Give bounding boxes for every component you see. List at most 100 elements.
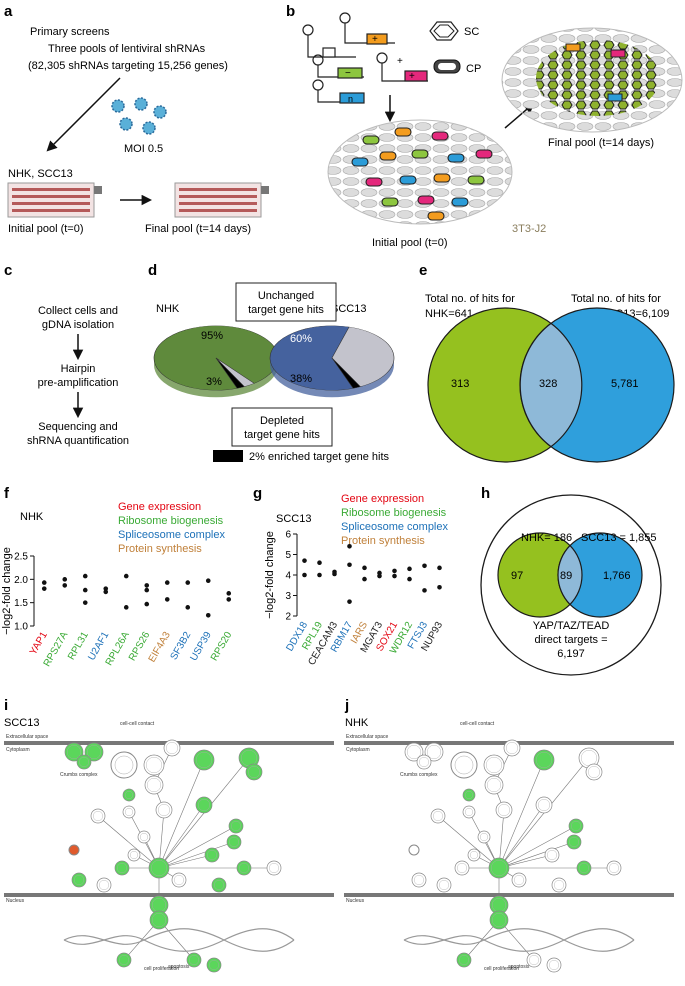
f-xtick-label: RPS20 bbox=[209, 630, 235, 663]
pathway-edge bbox=[437, 815, 500, 869]
g-title: SCC13 bbox=[276, 513, 311, 525]
a-arrow-infect bbox=[46, 77, 121, 152]
g-point bbox=[362, 565, 367, 571]
nuclear-membrane-bar bbox=[344, 893, 674, 897]
initial-infected-cells bbox=[351, 127, 493, 221]
pathway-node-ring bbox=[116, 863, 127, 874]
d-scc-unchanged-pct: 60% bbox=[290, 333, 312, 345]
f-point bbox=[144, 587, 150, 593]
nhk-pie bbox=[153, 325, 279, 391]
dna-helix bbox=[403, 928, 635, 952]
e-nhk-line2: NHK=641 bbox=[425, 308, 473, 320]
g-point bbox=[347, 599, 352, 604]
crumbs-label: Crumbs complex bbox=[400, 772, 438, 778]
f-point bbox=[226, 597, 232, 602]
pathway-node-ring bbox=[206, 850, 217, 861]
pathway-node-highlighted bbox=[488, 857, 510, 879]
pathway-node-ring bbox=[588, 766, 601, 779]
pathway-node-orange bbox=[408, 844, 420, 856]
cell-contact-label: cell-cell contact bbox=[460, 721, 495, 727]
pathway-node-ring bbox=[470, 851, 479, 860]
pathway-node-ring bbox=[465, 791, 474, 800]
pathway-node-highlighted bbox=[462, 788, 476, 802]
a-moi: MOI 0.5 bbox=[124, 143, 163, 155]
c-step1-line1: Collect cells and bbox=[38, 305, 118, 317]
pathway-node-ring bbox=[414, 875, 425, 886]
pathway-node-ring bbox=[78, 757, 89, 768]
g-point bbox=[362, 576, 367, 582]
pathway-edge bbox=[158, 804, 205, 869]
f-point bbox=[103, 589, 109, 595]
c-step2-line2: pre-amplification bbox=[38, 377, 119, 389]
b-fibroblasts: 3T3-J2 bbox=[512, 223, 546, 235]
pathway-edge bbox=[498, 759, 545, 869]
d-unchanged-line1: Unchanged bbox=[258, 290, 314, 302]
pathway-node-ring bbox=[228, 837, 239, 848]
pathway-node bbox=[127, 848, 141, 862]
g-point bbox=[407, 566, 412, 572]
f-point bbox=[185, 580, 191, 585]
d-unchanged-box bbox=[235, 282, 337, 322]
d-depleted-box bbox=[231, 407, 333, 447]
i-title: SCC13 bbox=[4, 717, 39, 729]
dna-helix bbox=[63, 928, 295, 952]
dna-helix bbox=[403, 928, 635, 952]
pathway-node bbox=[484, 775, 504, 795]
h-overlap-count: 89 bbox=[560, 570, 572, 582]
apoptosis-label: apoptosis bbox=[168, 964, 190, 970]
pathway-node-ring bbox=[459, 955, 470, 966]
proliferation-label: cell proliferation bbox=[484, 966, 519, 972]
pathway-node-ring bbox=[433, 811, 444, 822]
g-point bbox=[407, 576, 412, 582]
e-right-count: 5,781 bbox=[611, 378, 639, 390]
g-point bbox=[422, 588, 427, 593]
f-point bbox=[226, 591, 232, 596]
scc-slice-enriched bbox=[331, 357, 361, 389]
pathway-node-highlighted bbox=[533, 749, 555, 771]
g-ytick-label: 3 bbox=[285, 591, 291, 602]
panel-h: h NHK= 186 SCC13 = 1,855 97 89 1,766 YAP… bbox=[480, 485, 662, 676]
b-sc: SC bbox=[464, 26, 479, 38]
pathway-node-ring bbox=[491, 860, 508, 877]
h-left-count: 97 bbox=[511, 570, 523, 582]
pathway-node-ring bbox=[480, 833, 489, 842]
f-point bbox=[144, 583, 150, 588]
h-scc-label: SCC13 = 1,855 bbox=[581, 532, 657, 544]
scc-pie bbox=[269, 325, 395, 391]
virus-icons bbox=[111, 97, 167, 135]
extracellular-label: Extracellular space bbox=[346, 734, 388, 740]
g-point bbox=[317, 572, 322, 578]
pathway-node-ring bbox=[139, 833, 148, 842]
pathway-node-ring bbox=[92, 811, 103, 822]
f-point bbox=[144, 601, 150, 607]
pathway-node-ring bbox=[579, 863, 590, 874]
pathway-node bbox=[122, 805, 136, 819]
nhk-slice-enriched bbox=[215, 357, 245, 389]
a-pools: Three pools of lentiviral shRNAs bbox=[48, 43, 206, 55]
pathway-node-ring bbox=[66, 745, 81, 760]
f-legend: Gene expression Ribosome biogenesis Spli… bbox=[118, 501, 225, 555]
pathway-node-ring bbox=[498, 804, 511, 817]
g-ytick-label: 2 bbox=[285, 612, 291, 623]
d-depleted-line2: target gene hits bbox=[244, 429, 320, 441]
pathway-node-highlighted bbox=[149, 910, 169, 930]
panel-label-g: g bbox=[253, 485, 262, 502]
pathway-node-ring bbox=[536, 752, 553, 769]
g-point bbox=[392, 573, 397, 579]
pathway-node-ring bbox=[173, 875, 184, 886]
j-title: NHK bbox=[345, 717, 369, 729]
panel-g: g SCC13 Gene expression Ribosome biogene… bbox=[253, 485, 448, 667]
pie-charts bbox=[153, 325, 395, 398]
g-point bbox=[437, 585, 442, 590]
panel-e: e Total no. of hits for NHK=641 Total no… bbox=[419, 262, 675, 463]
pathway-edge bbox=[158, 841, 235, 869]
a-initial-pool: Initial pool (t=0) bbox=[8, 223, 84, 235]
pathway-node-ring bbox=[145, 757, 162, 774]
panel-a: a Primary screens Three pools of lentivi… bbox=[4, 3, 269, 235]
g-legend-splice: Spliceosome complex bbox=[341, 521, 448, 533]
h-overlap bbox=[557, 544, 583, 606]
scc-slice-unchanged bbox=[269, 325, 354, 391]
g-point bbox=[392, 568, 397, 574]
panel-label-f: f bbox=[4, 485, 10, 502]
panel-d: d NHK SCC13 95% 3% 60% 38% Unchanged tar… bbox=[148, 262, 395, 463]
